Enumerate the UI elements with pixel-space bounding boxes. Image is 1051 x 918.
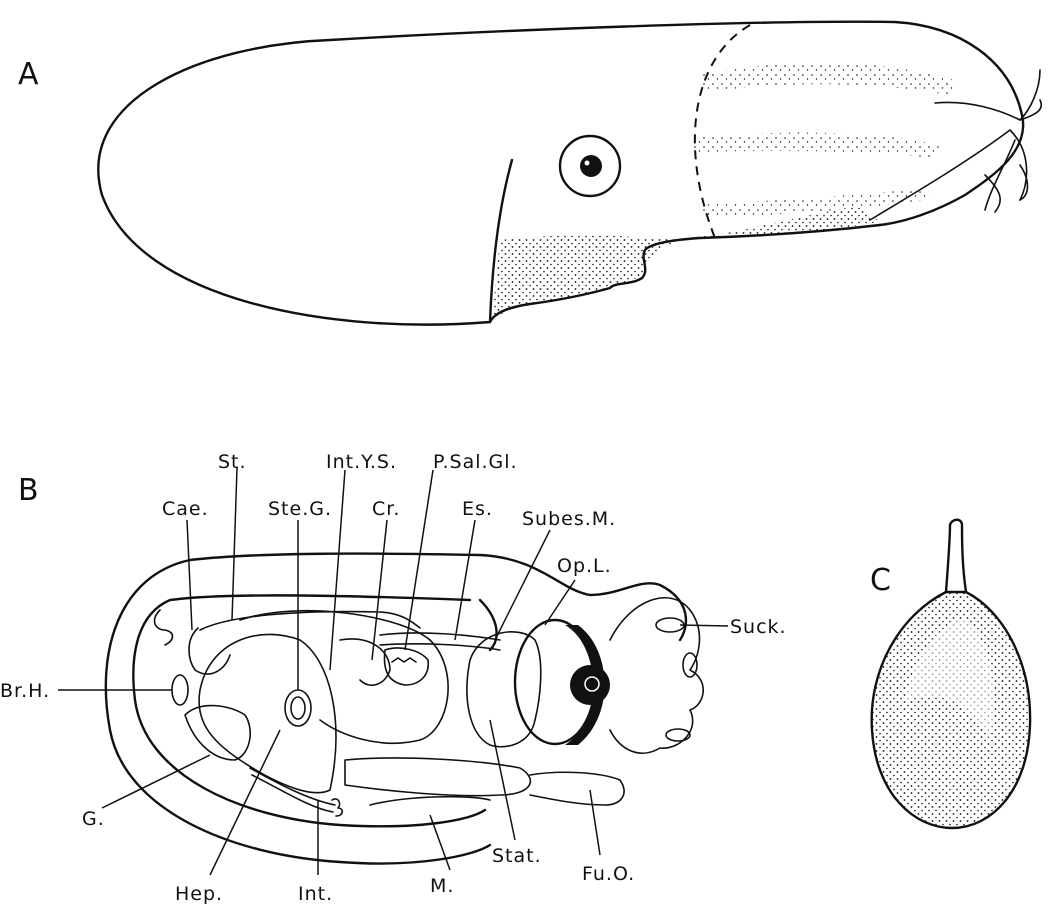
label-int: Int. [298, 883, 333, 905]
label-g: G. [82, 808, 105, 830]
tentacle-mid [985, 165, 1028, 212]
sucker-2 [683, 653, 697, 677]
label-op-l: Op.L. [557, 555, 612, 577]
mantle-cavity-fold [155, 610, 173, 645]
leader-op-l [545, 580, 575, 625]
panel-c: C [870, 520, 1030, 828]
arm-crown-band-1 [700, 63, 955, 96]
leader-es [455, 520, 475, 640]
leader-cr [372, 520, 387, 660]
gill [185, 706, 250, 760]
label-stat: Stat. [492, 845, 542, 867]
panel-letter-a: A [18, 57, 39, 92]
label-subes-m: Subes.M. [522, 508, 616, 530]
caecum [189, 628, 230, 674]
funnel-organ [530, 772, 624, 805]
label-suck: Suck. [730, 616, 787, 638]
panel-letter-c: C [870, 563, 891, 598]
arm-crown-band-2 [690, 133, 940, 158]
label-br-h: Br.H. [0, 680, 50, 702]
label-hep: Hep. [175, 883, 223, 905]
intestine [250, 768, 335, 812]
panel-letter-b: B [18, 473, 39, 508]
label-cae: Cae. [162, 498, 209, 520]
leader-lines [58, 468, 728, 875]
posterior-salivary-gland [384, 648, 428, 685]
eye-pupil [580, 155, 602, 177]
leader-cae [187, 520, 192, 630]
leader-st [232, 468, 237, 620]
label-p-sal-gl: P.Sal.Gl. [433, 451, 518, 473]
leader-stat [490, 720, 515, 840]
leader-fu-o [590, 790, 600, 855]
label-int-ys: Int.Y.S. [326, 451, 397, 473]
stellate-ganglion-inner [291, 697, 305, 719]
egg-stalk [946, 520, 966, 592]
crop [340, 639, 390, 685]
stellate-ganglion-outer [285, 690, 311, 726]
inner-yolk-sac [240, 611, 448, 744]
sucker-1 [656, 618, 684, 632]
arm-crown-band-3 [700, 188, 930, 218]
muscle-band [370, 797, 490, 805]
head-stipple [492, 206, 880, 320]
branchial-heart [172, 675, 188, 705]
label-m: M. [430, 875, 454, 897]
label-ste-g: Ste.G. [268, 498, 332, 520]
leader-p-sal-gl [405, 470, 433, 650]
label-cr: Cr. [372, 498, 400, 520]
eye-highlight [585, 161, 590, 166]
label-es: Es. [462, 498, 493, 520]
tentacle-upper [935, 70, 1041, 120]
label-st: St. [218, 451, 247, 473]
panel-b: B [0, 451, 787, 905]
hepatopancreas [199, 634, 336, 792]
sucker-3 [666, 729, 690, 741]
arm-crown [610, 598, 703, 753]
label-fu-o: Fu.O. [582, 863, 635, 885]
panel-a: A [18, 22, 1041, 325]
leader-suck [680, 625, 728, 626]
ink-sac-tip [332, 799, 342, 816]
lens-core [585, 677, 599, 691]
